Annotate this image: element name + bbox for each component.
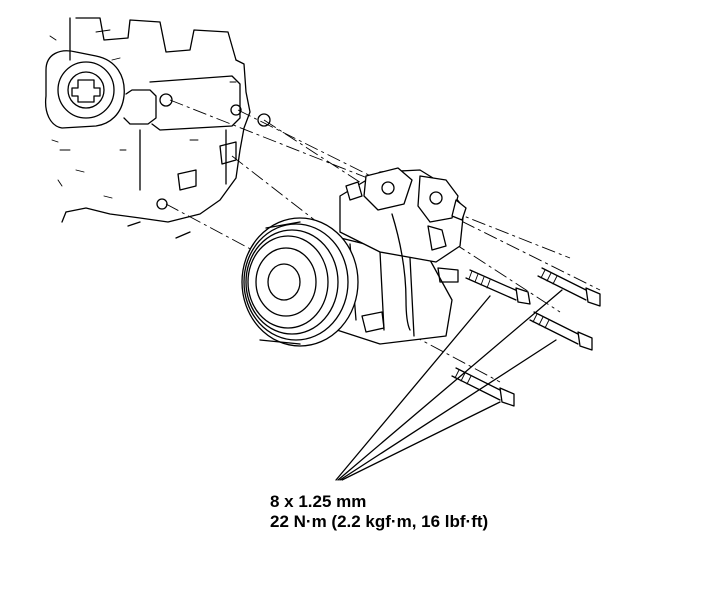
bolt-spec-callout: 8 x 1.25 mm 22 N·m (2.2 kgf·m, 16 lbf·ft… xyxy=(270,492,488,532)
bolt-size-label: 8 x 1.25 mm xyxy=(270,492,367,511)
leader-lines xyxy=(335,289,563,481)
bolt-2 xyxy=(537,267,601,307)
torque-spec-label: 22 N·m (2.2 kgf·m, 16 lbf·ft) xyxy=(270,512,489,531)
bolt-3 xyxy=(529,311,593,351)
bolt-1 xyxy=(465,269,531,305)
bolt-4 xyxy=(451,367,515,407)
mounting-bolts xyxy=(451,267,601,407)
compressor-pulley xyxy=(241,217,359,347)
engine-block xyxy=(44,17,271,239)
